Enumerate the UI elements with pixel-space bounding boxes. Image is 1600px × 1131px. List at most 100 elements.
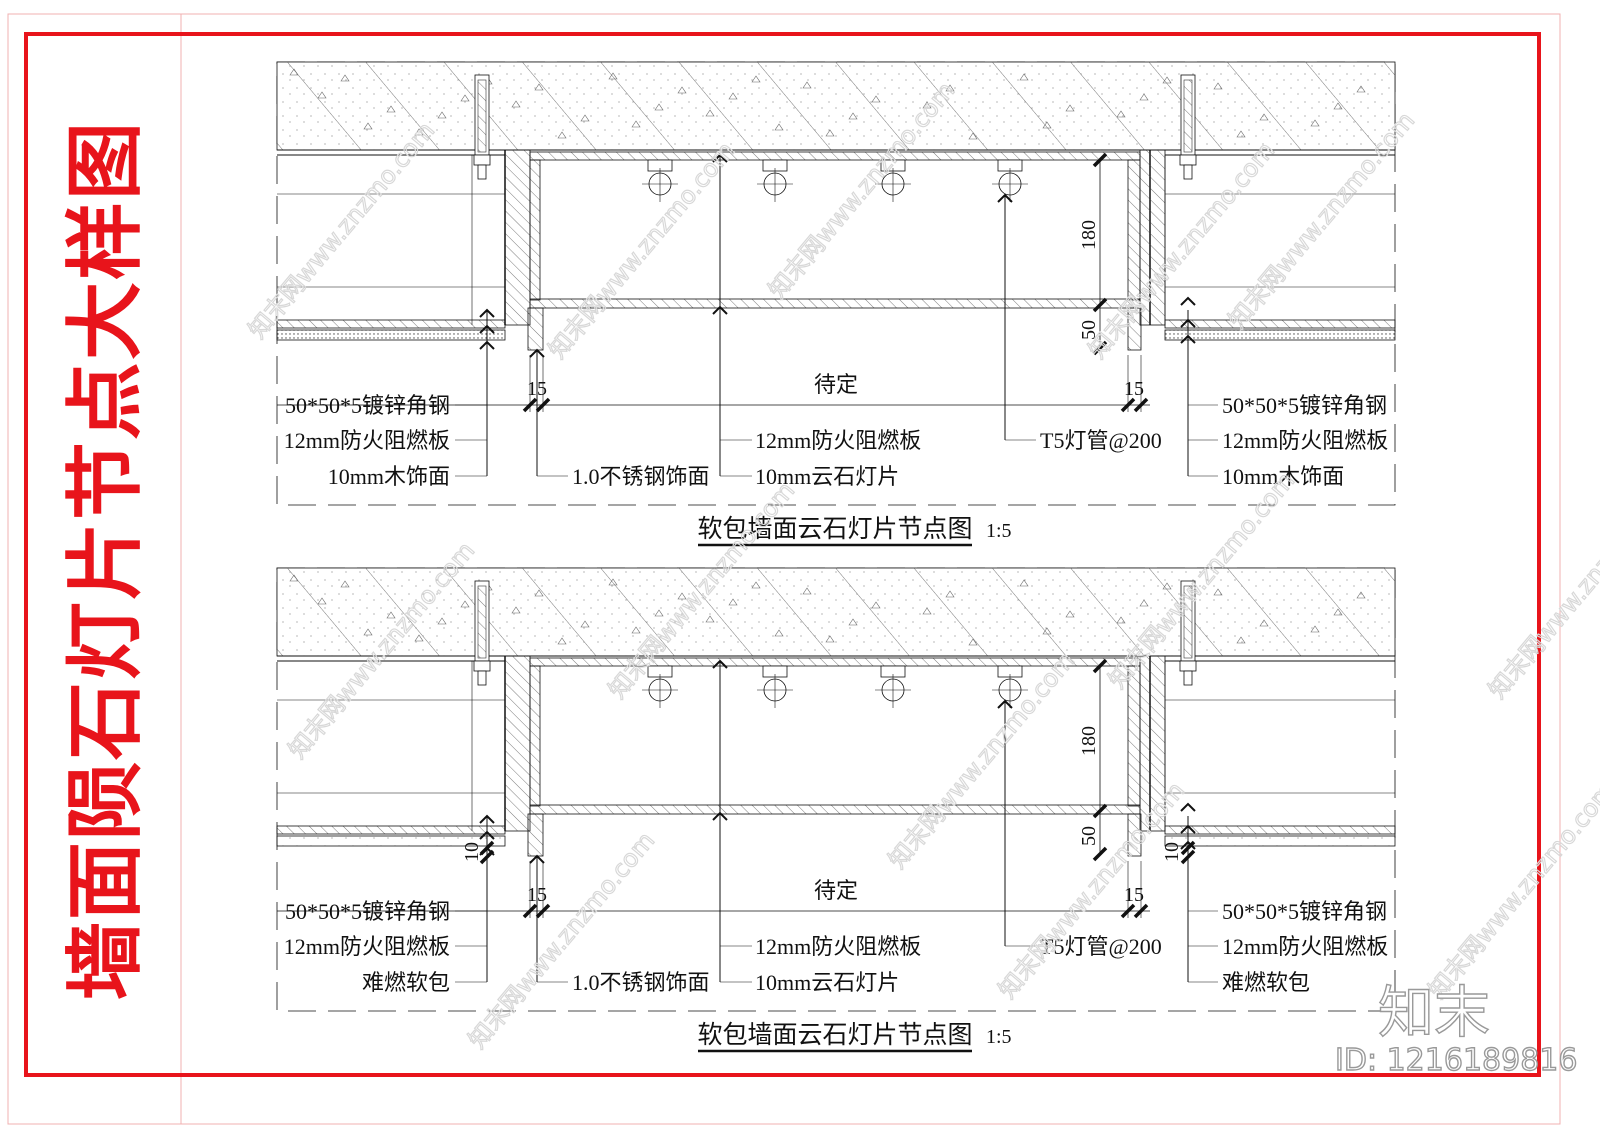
dimension-width: 待定 (814, 372, 858, 397)
left-bolt-end (477, 164, 487, 180)
watermark-text: 知末网www.znzmo.com (543, 137, 740, 364)
aggregate-mark (1116, 616, 1126, 624)
aggregate-mark (1333, 102, 1343, 110)
aggregate-mark (460, 600, 470, 608)
label-lamp: T5灯管@200 (1040, 428, 1162, 453)
aggregate-mark (774, 123, 784, 131)
dimension-tick (1092, 297, 1108, 313)
detail-scale: 1:5 (986, 1026, 1012, 1048)
label-trim: 1.0不锈钢饰面 (572, 970, 710, 995)
dimension-right-gap: 15 (1124, 884, 1144, 906)
label-left: 50*50*5镀锌角钢 (285, 899, 450, 924)
aggregate-mark (968, 638, 978, 646)
aggregate-mark (871, 95, 881, 103)
light-box-top-board (529, 151, 1141, 161)
aggregate-mark (705, 109, 715, 117)
dimension-tick (1092, 340, 1108, 356)
aggregate-mark (825, 635, 835, 643)
watermark-text: 知末网www.znzmo.com (883, 647, 1080, 874)
aggregate-mark (580, 620, 590, 628)
light-box-top-board (529, 657, 1141, 667)
aggregate-mark (340, 74, 350, 82)
aggregate-mark (534, 589, 544, 597)
aggregate-mark (1356, 591, 1366, 599)
left-fire-board (276, 319, 506, 329)
aggregate-mark (1333, 608, 1343, 616)
label-center: 10mm云石灯片 (755, 970, 899, 995)
aggregate-mark (1065, 104, 1075, 112)
aggregate-mark (945, 590, 955, 598)
left-steel-trim (527, 307, 544, 351)
leader-arrow (479, 846, 495, 856)
leader-arrow (1180, 802, 1196, 812)
aggregate-mark (751, 75, 761, 83)
leader-arrow (997, 699, 1013, 709)
aggregate-mark (705, 615, 715, 623)
right-bolt-thread (1183, 79, 1193, 153)
aggregate-mark (631, 626, 641, 634)
dimension-tick (1092, 846, 1108, 862)
right-fire-board (1164, 825, 1396, 835)
aggregate-mark (968, 132, 978, 140)
right-bolt-end (1183, 670, 1193, 686)
dimension-tick (522, 397, 538, 413)
left-steel-trim (527, 813, 544, 857)
leader-arrow (529, 348, 545, 358)
dimension-tick (1133, 903, 1149, 919)
leader-arrow (479, 830, 495, 840)
right-fire-board (1164, 319, 1396, 329)
aggregate-mark (1236, 130, 1246, 138)
dimension-right-gap: 15 (1124, 378, 1144, 400)
aggregate-mark (511, 100, 521, 108)
aggregate-mark (511, 606, 521, 614)
leader-arrow (1180, 824, 1196, 834)
aggregate-mark (1162, 582, 1172, 590)
left-bolt-thread (477, 79, 487, 153)
right-nut (1179, 660, 1197, 672)
dimension-tick (1120, 903, 1136, 919)
aggregate-mark (728, 598, 738, 606)
aggregate-mark (945, 84, 955, 92)
label-center: 12mm防火阻燃板 (755, 428, 921, 453)
left-frame-board (504, 149, 531, 326)
leader-arrow (479, 340, 495, 350)
red-border (24, 32, 1541, 1077)
aggregate-mark (414, 634, 424, 642)
left-nut (473, 154, 491, 166)
label-right: 50*50*5镀锌角钢 (1222, 393, 1387, 418)
aggregate-mark (654, 103, 664, 111)
sheet-title: 墙面陨石灯片节点大样图 (61, 120, 151, 1000)
label-center: 12mm防火阻燃板 (755, 934, 921, 959)
aggregate-mark (460, 94, 470, 102)
right-nut (1179, 154, 1197, 166)
aggregate-mark (317, 597, 327, 605)
aggregate-mark (1042, 121, 1052, 129)
aggregate-mark (608, 578, 618, 586)
dimension-tick (535, 397, 551, 413)
concrete-aggregate (277, 62, 1395, 150)
aggregate-mark (1213, 82, 1223, 90)
aggregate-mark (317, 91, 327, 99)
aggregate-mark (1259, 619, 1269, 627)
right-frame-board (1139, 655, 1166, 832)
label-left: 难燃软包 (362, 970, 450, 995)
aggregate-mark (580, 114, 590, 122)
aggregate-mark (534, 83, 544, 91)
aggregate-mark (677, 86, 687, 94)
aggregate-mark (1310, 625, 1320, 633)
stone-light-panel (529, 298, 1141, 309)
left-bolt-thread (477, 585, 487, 659)
leader-arrow (479, 814, 495, 824)
leader-arrow (712, 153, 728, 163)
right-finish-layer (1164, 835, 1396, 847)
outer-trim-line (7, 13, 1561, 1125)
aggregate-mark (848, 112, 858, 120)
label-right: 10mm木饰面 (1222, 464, 1344, 489)
leader-arrow (1180, 840, 1196, 850)
aggregate-mark (802, 81, 812, 89)
aggregate-mark (677, 592, 687, 600)
aggregate-mark (608, 72, 618, 80)
